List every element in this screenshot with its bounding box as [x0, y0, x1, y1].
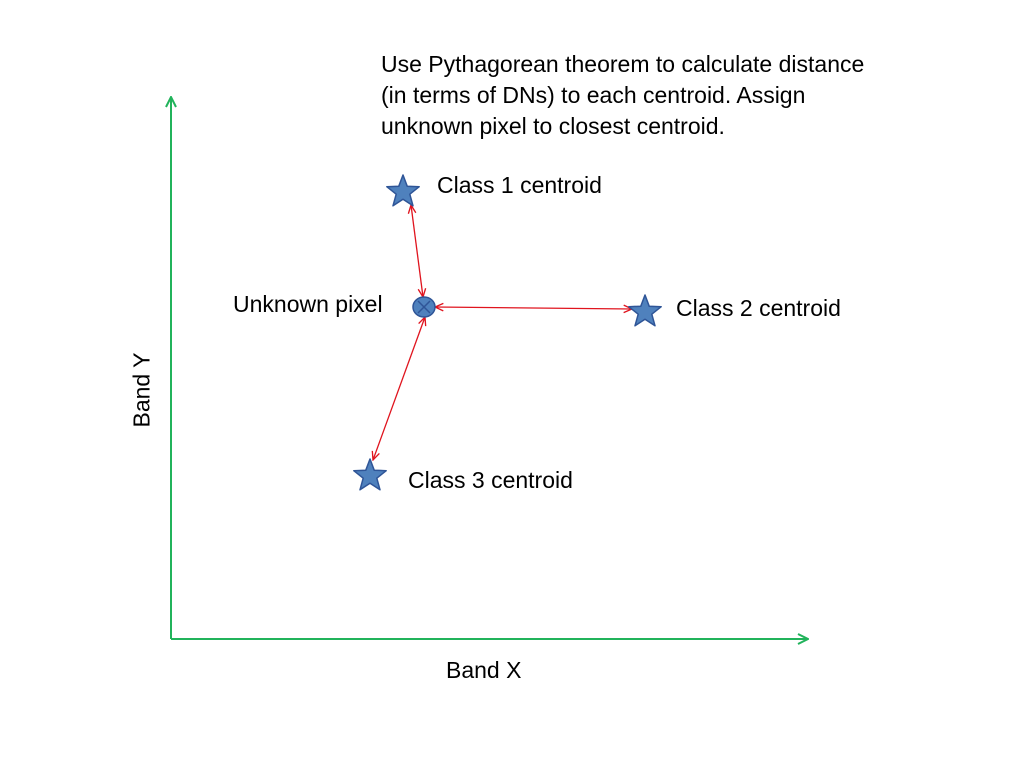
unknown-pixel-label: Unknown pixel: [233, 291, 383, 317]
class-3-centroid-label: Class 3 centroid: [408, 467, 573, 493]
class-2-star-icon: [628, 294, 662, 327]
class-2-centroid-label: Class 2 centroid: [676, 295, 841, 321]
distance-arrow-class-2: [435, 307, 632, 309]
instruction-line-2: (in terms of DNs) to each centroid. Assi…: [381, 82, 806, 108]
distance-arrow-class-3: [373, 317, 425, 460]
unknown-pixel-crossed-circle-icon: [412, 296, 436, 318]
class-1-centroid-label: Class 1 centroid: [437, 172, 602, 198]
x-axis-label: Band X: [446, 657, 522, 683]
class-3-star-icon: [353, 458, 387, 491]
instruction-text: Use Pythagorean theorem to calculate dis…: [381, 49, 941, 142]
instruction-line-3: unknown pixel to closest centroid.: [381, 113, 725, 139]
instruction-line-1: Use Pythagorean theorem to calculate dis…: [381, 51, 865, 77]
distance-arrow-class-1: [411, 205, 423, 297]
class-1-star-icon: [386, 174, 420, 207]
y-axis-label: Band Y: [128, 352, 155, 428]
